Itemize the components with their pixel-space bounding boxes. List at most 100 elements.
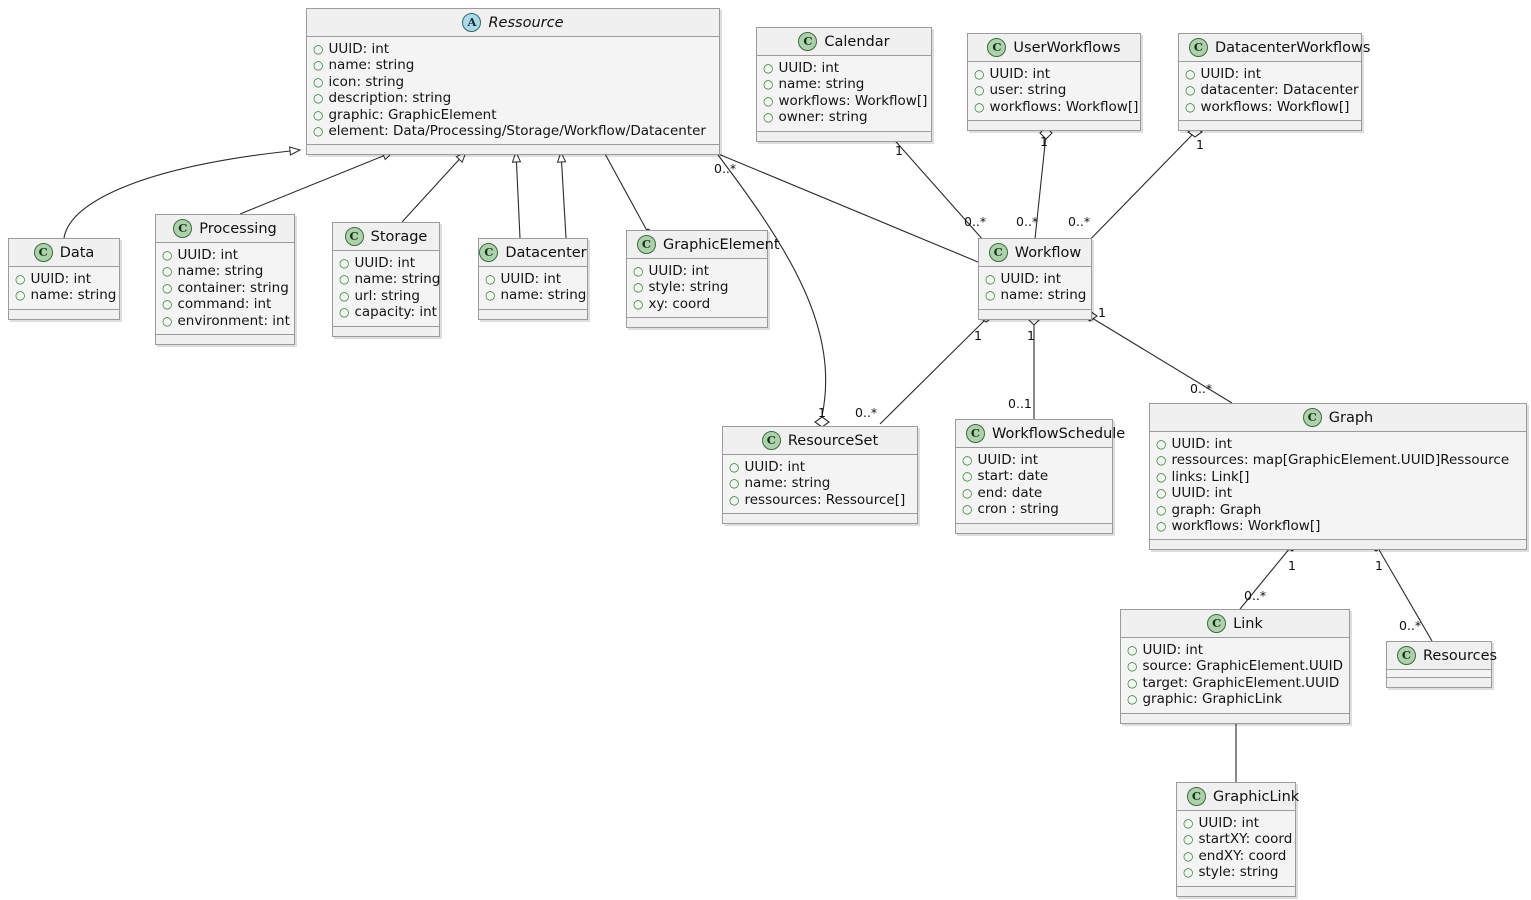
attribute-row: ○UUID: int	[1185, 66, 1355, 82]
attribute-row: ○UUID: int	[485, 271, 581, 287]
method-compartment-calendar	[757, 131, 931, 141]
attribute-row: ○ graph: Graph	[1156, 502, 1520, 518]
multiplicity-label: 0..*	[1068, 214, 1091, 229]
visibility-public-icon: ○	[162, 280, 173, 295]
attribute-row: ○owner: string	[763, 109, 925, 125]
visibility-public-icon: ○	[1183, 816, 1194, 830]
visibility-public-icon: ○	[162, 248, 173, 262]
attribute-row: ○UUID: int	[974, 66, 1134, 82]
visibility-public-icon: ○	[985, 272, 996, 286]
attribute-text: ressources: Ressource[]	[744, 491, 906, 508]
attribute-row: ○ container: string	[162, 279, 289, 296]
class-box-workflow[interactable]: C Workflow ○ UUID: int○name: string	[978, 238, 1092, 320]
visibility-public-icon: ○	[1185, 99, 1196, 114]
attribute-row: ○UUID: int	[313, 41, 713, 57]
attribute-row: ○links: Link[]	[1156, 469, 1520, 485]
attribute-text: UUID: int	[1000, 271, 1062, 287]
class-title-data: Data	[59, 244, 95, 261]
attribute-list-calendar: ○UUID: int○name: string○workflows: Workf…	[757, 56, 931, 132]
attribute-row: ○ressources: map[GraphicElement.UUID]Res…	[1156, 452, 1520, 468]
class-title-workflow: Workflow	[1014, 244, 1082, 261]
edge-userworkflows-workflow	[1033, 134, 1047, 249]
visibility-public-icon: ○	[313, 91, 324, 106]
attribute-text: workflows: Workflow[]	[989, 98, 1139, 115]
attribute-row: ○UUID: int	[339, 255, 433, 271]
attribute-text: UUID: int	[1198, 815, 1260, 831]
attribute-text: graph: Graph	[1171, 501, 1262, 518]
attribute-text: graphic: GraphicElement	[328, 106, 497, 123]
visibility-public-icon: ○	[1156, 502, 1167, 517]
visibility-public-icon: ○	[1156, 469, 1167, 484]
multiplicity-label: 1	[818, 405, 826, 420]
visibility-public-icon: ○	[729, 492, 740, 507]
class-title-processing: Processing	[199, 220, 277, 237]
visibility-public-icon: ○	[162, 264, 173, 279]
attribute-row: ○UUID: int	[729, 459, 911, 475]
attribute-list-datacenterworkflows: ○UUID: int○datacenter: Datacenter○workfl…	[1179, 62, 1361, 122]
class-icon: C	[761, 431, 781, 450]
class-title-workflowschedule: WorkflowSchedule	[992, 425, 1126, 442]
visibility-public-icon: ○	[633, 280, 644, 295]
attribute-text: UUID: int	[354, 255, 416, 271]
visibility-public-icon: ○	[974, 67, 985, 81]
visibility-public-icon: ○	[962, 469, 973, 484]
class-icon: C	[637, 235, 656, 254]
method-compartment-workflowschedule	[956, 523, 1112, 533]
method-compartment-graph	[1150, 540, 1526, 550]
class-title-datacenterworkflows: DatacenterWorkflows	[1215, 39, 1371, 56]
attribute-text: capacity: int	[354, 304, 437, 321]
attribute-list-resourceset: ○UUID: int○name: string○ressources: Ress…	[723, 455, 917, 515]
attribute-row: ○workflows: Workflow[]	[974, 99, 1138, 115]
method-compartment-link	[1121, 713, 1349, 723]
attribute-text: name: string	[328, 57, 415, 74]
attribute-row: ○workflows: Workflow[]	[1156, 518, 1520, 534]
class-title-calendar: Calendar	[824, 33, 890, 50]
class-title-userworkflows: UserWorkflows	[1013, 39, 1121, 56]
method-compartment-resources	[1387, 678, 1491, 687]
attribute-text: description: string	[328, 90, 452, 107]
class-icon: C	[1207, 614, 1227, 633]
attribute-row: ○style: string	[633, 279, 761, 295]
attribute-row: ○name: string	[985, 287, 1086, 303]
method-compartment-processing	[156, 335, 294, 345]
visibility-public-icon: ○	[339, 288, 350, 303]
visibility-public-icon: ○	[313, 58, 324, 73]
class-icon: C	[988, 243, 1008, 262]
attribute-row: ○name: string	[763, 76, 925, 92]
attribute-row: ○UUID: int	[763, 60, 925, 76]
visibility-public-icon: ○	[313, 42, 324, 56]
multiplicity-label: 0..*	[1399, 618, 1422, 633]
multiplicity-label: 1	[1098, 305, 1106, 320]
attribute-text: name: string	[778, 76, 865, 93]
attribute-list-link: ○UUID: int○source: GraphicElement.UUID○t…	[1121, 638, 1349, 714]
attribute-text: endXY: coord	[1198, 847, 1287, 864]
attribute-row: ○icon: string	[313, 74, 713, 90]
attribute-text: datacenter: Datacenter	[1200, 82, 1359, 99]
edge-workflow-resourceset	[879, 319, 986, 425]
class-title-datacenter: Datacenter	[505, 244, 587, 261]
visibility-public-icon: ○	[1156, 437, 1167, 451]
attribute-text: container: string	[177, 279, 289, 296]
multiplicity-label: 1	[1027, 328, 1035, 343]
attribute-text: startXY: coord	[1198, 831, 1293, 848]
multiplicity-label: 0..*	[1016, 214, 1039, 229]
attribute-text: style: string	[1198, 864, 1279, 881]
